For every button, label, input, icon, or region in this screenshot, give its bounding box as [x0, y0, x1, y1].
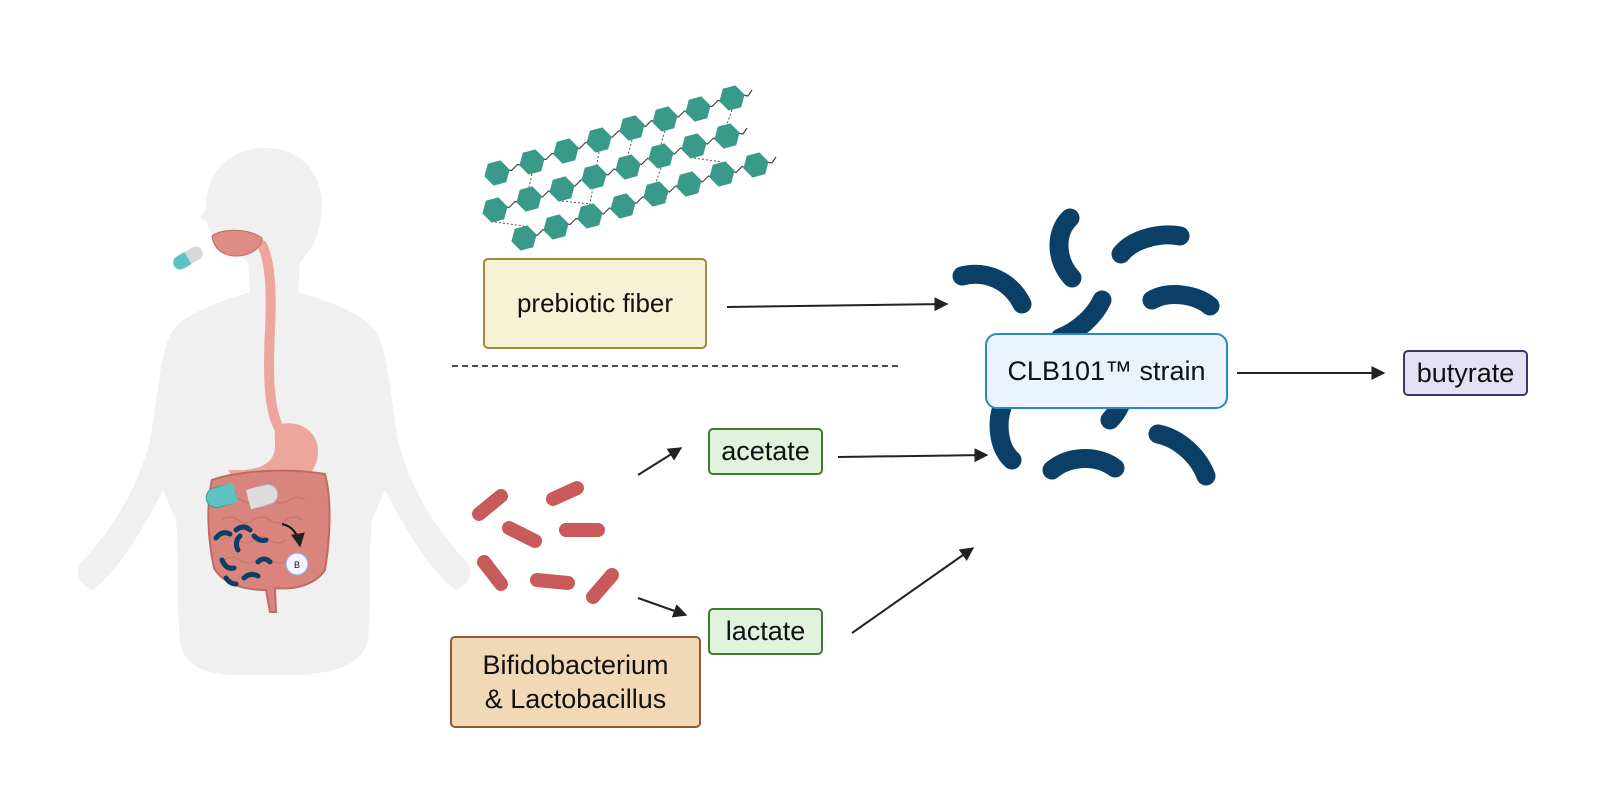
fiber-hydrogen-bond — [726, 109, 733, 125]
arrow-fiber-to-clb — [726, 297, 949, 312]
fiber-hydrogen-bond — [627, 139, 633, 156]
prebiotic-fiber-molecule-icon — [482, 85, 777, 251]
butyrate-label: butyrate — [1416, 357, 1515, 388]
fiber-sugar-unit — [577, 203, 603, 229]
arrows — [637, 297, 1386, 634]
fiber-sugar-unit — [681, 133, 707, 159]
fiber-sugar-unit — [549, 176, 575, 202]
fiber-sugar-unit — [719, 85, 745, 111]
arrow-lactate-to-clb — [851, 547, 975, 634]
fiber-hydrogen-bond — [528, 173, 533, 188]
fiber-hydrogen-bond — [660, 130, 666, 145]
fiber-sugar-unit — [619, 115, 645, 141]
gut-marker-label: B — [294, 560, 300, 570]
fiber-sugar-unit — [482, 197, 508, 223]
fiber-sugar-unit — [643, 181, 669, 207]
bifido-label-line1: Bifidobacterium — [482, 650, 669, 680]
lactate-box: lactate — [708, 608, 823, 655]
prebiotic-fiber-box: prebiotic fiber — [483, 258, 707, 349]
butyrate-box: butyrate — [1403, 350, 1528, 396]
fiber-sugar-unit — [543, 214, 569, 240]
clb-strain-box: CLB101™ strain — [985, 333, 1228, 409]
fiber-sugar-unit — [610, 193, 636, 219]
fiber-hydrogen-bond — [561, 200, 591, 205]
fiber-sugar-unit — [516, 186, 542, 212]
lacto-bacteria-cluster-icon — [472, 481, 619, 604]
fiber-sugar-unit — [714, 123, 740, 149]
gut-marker: B — [285, 552, 309, 576]
bifido-lacto-box: Bifidobacterium & Lactobacillus — [450, 636, 701, 728]
acetate-label: acetate — [721, 436, 810, 466]
fiber-sugar-unit — [743, 152, 769, 178]
fiber-hydrogen-bond — [655, 167, 662, 183]
fiber-sugar-unit — [685, 96, 711, 122]
esophagus — [257, 240, 285, 435]
fiber-sugar-unit — [511, 225, 537, 251]
capsule-icon — [173, 246, 203, 270]
arrow-bacteria-to-acetate — [637, 447, 683, 476]
arrow-bacteria-to-lactate — [637, 597, 688, 618]
fiber-sugar-unit — [676, 171, 702, 197]
gut-arrow-icon — [281, 523, 305, 548]
intestines — [207, 469, 331, 613]
fiber-sugar-unit — [648, 143, 674, 169]
fiber-sugar-unit — [652, 106, 678, 132]
fiber-sugar-unit — [519, 149, 545, 175]
arrow-acetate-to-clb — [837, 448, 989, 463]
fiber-sugar-unit — [709, 161, 735, 187]
fiber-sugar-unit — [484, 160, 510, 186]
human-body-illustration: B — [77, 148, 471, 675]
mouth-cavity — [211, 229, 263, 257]
fiber-hydrogen-bond — [693, 157, 723, 163]
fiber-sugar-unit — [553, 138, 579, 164]
fiber-sugar-unit — [586, 127, 612, 153]
fiber-hydrogen-bond — [589, 151, 600, 205]
prebiotic-fiber-label: prebiotic fiber — [516, 288, 674, 318]
gut-bacteria-icon — [213, 524, 273, 587]
opened-capsule-icon — [205, 482, 279, 510]
acetate-box: acetate — [708, 428, 823, 475]
clb-strain-label: CLB101™ strain — [1007, 355, 1206, 386]
fiber-hydrogen-bond — [494, 221, 525, 227]
fiber-sugar-unit — [615, 154, 641, 180]
lactate-label: lactate — [725, 616, 806, 646]
fiber-sugar-unit — [581, 164, 607, 190]
bifido-label-line2: & Lactobacillus — [484, 684, 667, 714]
